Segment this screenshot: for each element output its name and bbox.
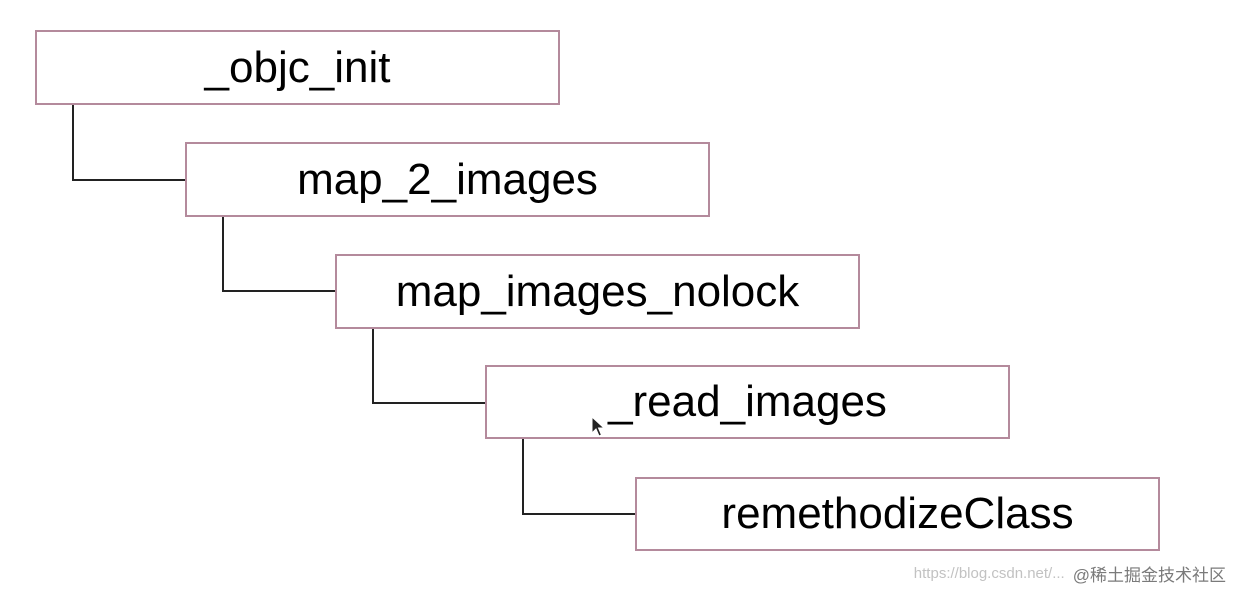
node-objc-init: _objc_init: [35, 30, 560, 105]
node-map-images-nolock-label: map_images_nolock: [395, 266, 800, 316]
connector-objc-init-to-map-2-images: [72, 105, 185, 181]
watermark-brand: @稀土掘金技术社区: [1072, 566, 1226, 585]
watermark: https://blog.csdn.net/... @稀土掘金技术社区: [914, 561, 1226, 586]
node-map-2-images: map_2_images: [185, 142, 710, 217]
node-read-images-label: _read_images: [608, 377, 887, 426]
watermark-url: https://blog.csdn.net/...: [913, 565, 1065, 582]
node-remethodize-class-label: remethodizeClass: [721, 489, 1074, 538]
node-map-2-images-label: map_2_images: [297, 154, 598, 204]
node-read-images: _read_images: [485, 365, 1010, 439]
connector-read-images-to-remethodize-class: [522, 439, 635, 515]
mouse-cursor-icon: [591, 416, 605, 437]
node-map-images-nolock: map_images_nolock: [335, 254, 860, 329]
connector-map-2-images-to-map-images-nolock: [222, 217, 335, 292]
connector-map-images-nolock-to-read-images: [372, 329, 485, 404]
node-objc-init-label: _objc_init: [204, 42, 391, 92]
node-remethodize-class: remethodizeClass: [635, 477, 1160, 551]
